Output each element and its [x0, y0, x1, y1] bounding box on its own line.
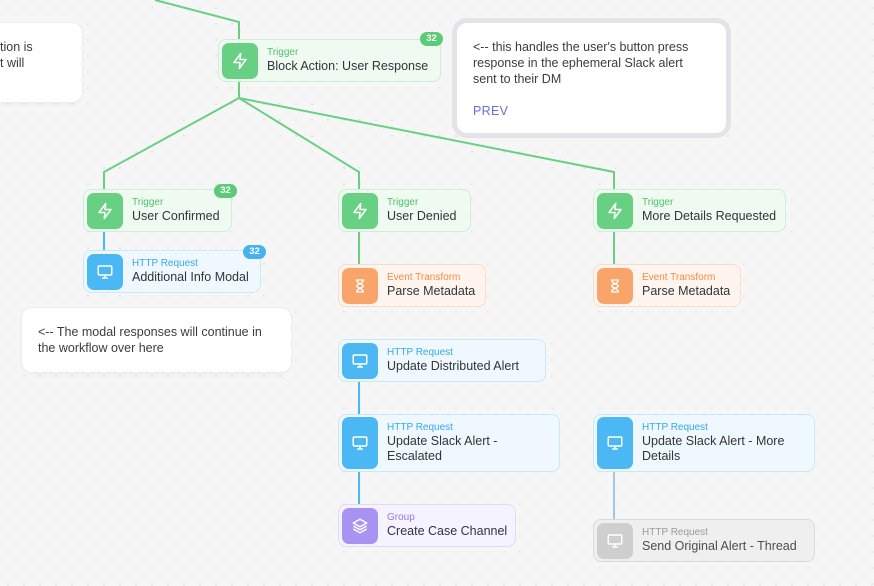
note-top-left-text: tion is t will	[0, 40, 33, 70]
prev-link[interactable]: PREV	[473, 104, 509, 118]
node-block-action[interactable]: Trigger Block Action: User Response 32	[218, 32, 443, 82]
node-type: HTTP Request	[387, 347, 453, 358]
node-send-original-alert-thread[interactable]: HTTP Request Send Original Alert - Threa…	[593, 519, 815, 562]
node-user-denied[interactable]: Trigger User Denied	[338, 189, 471, 232]
node-type: HTTP Request	[642, 422, 708, 433]
note-button-press-text: <-- this handles the user's button press…	[473, 40, 689, 86]
node-name: Parse Metadata	[642, 284, 731, 298]
layers-icon	[342, 507, 378, 544]
node-type: Trigger	[642, 197, 674, 208]
wire-root-to-confirmed	[103, 82, 240, 190]
count-badge: 32	[214, 184, 237, 198]
node-name: User Denied	[387, 209, 457, 223]
bolt-icon	[597, 192, 633, 229]
node-name: More Details Requested	[642, 209, 777, 223]
note-modal[interactable]: <-- The modal responses will continue in…	[22, 308, 291, 372]
node-type: Event Transform	[642, 272, 716, 283]
node-type: Trigger	[132, 197, 164, 208]
bolt-icon	[342, 192, 378, 229]
node-parse-metadata-2[interactable]: Event Transform Parse Metadata	[593, 264, 741, 307]
bolt-icon	[222, 42, 258, 79]
node-parse-metadata-1[interactable]: Event Transform Parse Metadata	[338, 264, 486, 307]
node-more-details-requested[interactable]: Trigger More Details Requested	[593, 189, 786, 232]
node-type: Trigger	[387, 197, 419, 208]
node-name: Parse Metadata	[387, 284, 476, 298]
monitor-icon	[597, 417, 633, 469]
node-type: HTTP Request	[642, 527, 708, 538]
node-type: Trigger	[267, 47, 299, 58]
node-name: User Confirmed	[132, 209, 220, 223]
monitor-icon	[597, 522, 633, 559]
node-name: Block Action: User Response	[267, 59, 429, 73]
node-name: Additional Info Modal	[132, 270, 249, 284]
note-top-left[interactable]: tion is t will	[0, 23, 82, 102]
node-update-slack-alert-escalated[interactable]: HTTP Request Update Slack Alert - Escala…	[338, 414, 560, 472]
hourglass-icon	[597, 267, 633, 304]
node-name: Update Slack Alert - Escalated	[387, 434, 498, 463]
wire-root-to-more-details	[238, 82, 615, 190]
node-type: Group	[387, 512, 415, 523]
note-button-press[interactable]: <-- this handles the user's button press…	[457, 23, 726, 133]
node-name: Update Slack Alert - More Details	[642, 434, 785, 463]
hourglass-icon	[342, 267, 378, 304]
monitor-icon	[87, 253, 123, 290]
note-modal-text: <-- The modal responses will continue in…	[38, 325, 262, 355]
monitor-icon	[342, 417, 378, 469]
bolt-icon	[87, 192, 123, 229]
node-update-distributed-alert[interactable]: HTTP Request Update Distributed Alert	[338, 339, 546, 382]
node-update-slack-alert-more-details[interactable]: HTTP Request Update Slack Alert - More D…	[593, 414, 815, 472]
wire-root-to-denied	[238, 82, 360, 190]
count-badge: 32	[243, 245, 266, 259]
monitor-icon	[342, 342, 378, 379]
node-create-case-channel[interactable]: Group Create Case Channel	[338, 504, 516, 547]
node-name: Update Distributed Alert	[387, 359, 520, 373]
node-type: HTTP Request	[132, 258, 198, 269]
node-user-confirmed[interactable]: Trigger User Confirmed 32	[83, 184, 237, 232]
count-badge: 32	[420, 32, 443, 46]
node-type: HTTP Request	[387, 422, 453, 433]
node-name: Send Original Alert - Thread	[642, 539, 797, 553]
node-type: Event Transform	[387, 272, 461, 283]
node-name: Create Case Channel	[387, 524, 508, 538]
wire-incoming	[154, 0, 240, 40]
node-additional-info-modal[interactable]: HTTP Request Additional Info Modal 32	[83, 245, 266, 293]
